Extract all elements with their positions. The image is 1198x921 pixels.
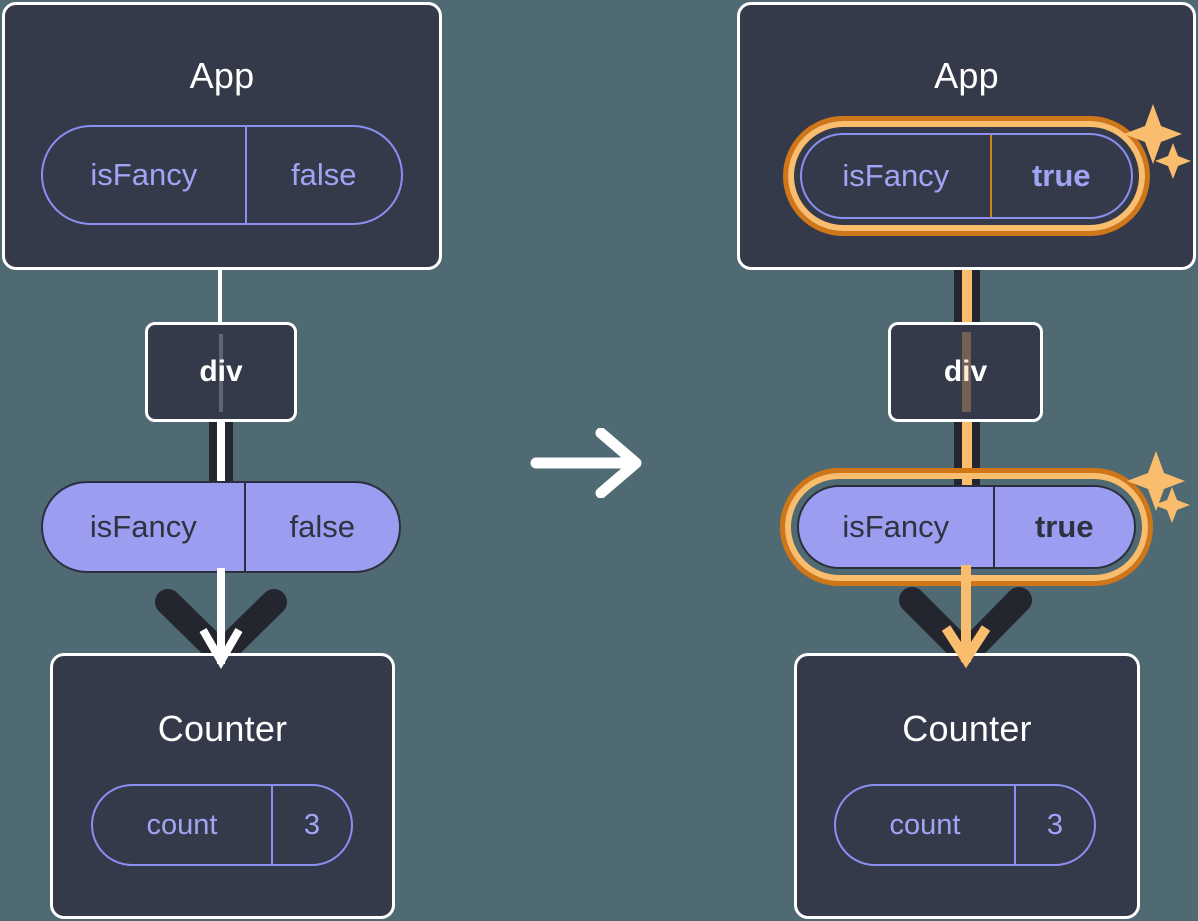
panel-counter-title-after: Counter [902, 708, 1032, 749]
pill-value-before-app: false [244, 127, 401, 223]
connector-app-to-div-right-after [971, 222, 980, 324]
pill-prop-before: isFancy false [41, 481, 401, 573]
connector-div-to-prop-right-before [225, 420, 233, 490]
pill-counter-state-before: count 3 [91, 784, 353, 866]
transition-arrow [530, 428, 642, 498]
pill-key-before-prop: isFancy [89, 509, 197, 544]
pill-value-after-counter: 3 [1013, 786, 1094, 864]
connector-ghost-in-div-before [219, 334, 223, 412]
box-div-label-before: div [199, 355, 243, 388]
connector-app-to-div-core-after [962, 222, 972, 324]
pill-value-before-prop: false [243, 483, 399, 571]
pill-counter-state-after: count 3 [834, 784, 1096, 866]
pill-value-after-app: true [989, 135, 1131, 217]
pill-value-after-prop: true [992, 487, 1134, 567]
connector-div-to-prop-right-after [971, 420, 980, 490]
pill-key-after-app: isFancy [842, 158, 950, 193]
connector-div-to-prop-left-before [209, 420, 217, 490]
connector-ghost-in-div-after [962, 332, 971, 412]
panel-counter-title-before: Counter [157, 708, 288, 749]
pill-value-before-counter: 3 [270, 786, 351, 864]
box-div-before: div [145, 322, 297, 422]
sparkle-small-icon [1155, 143, 1191, 179]
panel-app-title-after: App [934, 55, 999, 96]
connector-div-to-prop-inner-before [217, 420, 225, 490]
panel-app-title-before: App [189, 55, 255, 96]
pill-key-after-counter: count [889, 808, 961, 841]
thin-arrow-before [199, 568, 243, 669]
pill-key-before-counter: count [146, 808, 218, 841]
connector-app-to-div-left-after [954, 222, 963, 324]
sparkle-large-icon [1124, 104, 1182, 164]
highlight-ring-app-after [788, 121, 1145, 231]
sparkle-large-icon [1127, 451, 1185, 511]
thin-arrow-after [941, 565, 991, 669]
pill-app-state-after: isFancy true [800, 133, 1133, 219]
sparkle-small-icon [1154, 487, 1190, 523]
pill-key-after-prop: isFancy [842, 509, 950, 544]
connector-app-to-div-before [218, 262, 222, 324]
connector-div-to-prop-core-after [962, 420, 972, 490]
connector-div-to-prop-left-after [954, 420, 963, 490]
pill-prop-after: isFancy true [797, 485, 1136, 569]
pill-key-before-app: isFancy [90, 157, 198, 192]
pill-app-state-before: isFancy false [41, 125, 403, 225]
box-div-after: div [888, 322, 1043, 422]
box-div-label-after: div [943, 355, 988, 388]
